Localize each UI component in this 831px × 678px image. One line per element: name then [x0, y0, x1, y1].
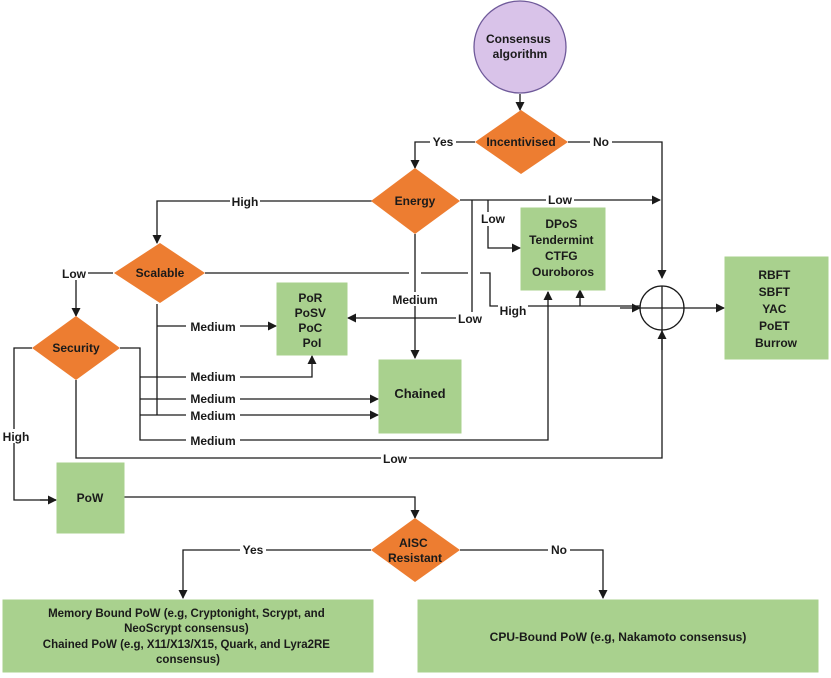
- label-low-energy: Low: [548, 193, 573, 207]
- label-medium-chained-2: Medium: [190, 409, 235, 423]
- energy-decision: [371, 168, 460, 234]
- incentivised-label: Incentivised: [486, 135, 555, 149]
- edge-security-low: [75, 330, 663, 459]
- edge-pow-aisc: [124, 496, 420, 519]
- edge-security-high: [13, 347, 56, 501]
- aisc-label: AISC Resistant: [388, 536, 442, 565]
- label-medium-por: Medium: [190, 320, 235, 334]
- edge-low-dpos: [487, 226, 521, 253]
- label-yes-incentivised: Yes: [433, 135, 454, 149]
- label-low-security: Low: [383, 452, 408, 466]
- edge-labels: Yes No High Low Low Low Medium Low High …: [2, 134, 612, 557]
- dpos-box-label: DPoS Tendermint CTFG Ouroboros: [529, 217, 597, 279]
- chained-box-label: Chained: [394, 386, 445, 401]
- scalable-label: Scalable: [136, 266, 185, 280]
- security-decision: [32, 316, 120, 380]
- start-label: Consensus algorithm: [486, 32, 554, 61]
- edge-energy-scalable: [152, 200, 372, 244]
- edge-scalable-high: [205, 272, 520, 307]
- por-box: [276, 282, 348, 356]
- security-label: Security: [52, 341, 100, 355]
- memory-box: [2, 599, 374, 673]
- label-no-aisc: No: [551, 543, 567, 557]
- edge-aisc-memory: [178, 549, 371, 599]
- node-labels: Consensus algorithm Incentivised Energy …: [43, 32, 798, 666]
- cpu-box: [417, 599, 819, 673]
- label-medium-chained-1: Medium: [190, 392, 235, 406]
- pow-box: [56, 462, 125, 534]
- label-no-incentivised: No: [593, 135, 609, 149]
- label-high-energy: High: [232, 195, 259, 209]
- rbft-box: [724, 256, 829, 360]
- label-low-por: Low: [458, 312, 483, 326]
- label-medium-por-2: Medium: [190, 370, 235, 384]
- chained-box: [378, 359, 462, 434]
- start-node: [473, 0, 567, 94]
- dpos-box: [520, 207, 606, 291]
- scalable-decision: [114, 243, 205, 303]
- edge-security-medium-dpos: [120, 292, 549, 441]
- label-yes-aisc: Yes: [243, 543, 264, 557]
- incentivised-decision: [475, 110, 568, 174]
- energy-label: Energy: [395, 194, 436, 208]
- memory-box-label: Memory Bound PoW (e.g, Cryptonight, Scry…: [43, 608, 333, 666]
- junction-cross: [640, 286, 684, 330]
- aisc-decision: [371, 518, 460, 582]
- label-high-scalable: High: [500, 304, 527, 318]
- cpu-box-label: CPU-Bound PoW (e.g, Nakamoto consensus): [490, 630, 747, 644]
- edge-aisc-cpu: [460, 549, 608, 599]
- pow-box-label: PoW: [77, 491, 104, 505]
- por-box-label: PoR PoSV PoC PoI: [295, 291, 330, 350]
- rbft-box-label: RBFT SBFT YAC PoET Burrow: [755, 268, 798, 350]
- label-medium-dpos: Medium: [190, 434, 235, 448]
- label-medium-energy: Medium: [392, 293, 437, 307]
- label-low-scalable: Low: [62, 267, 87, 281]
- label-high-security: High: [3, 430, 30, 444]
- label-low-dpos: Low: [481, 212, 506, 226]
